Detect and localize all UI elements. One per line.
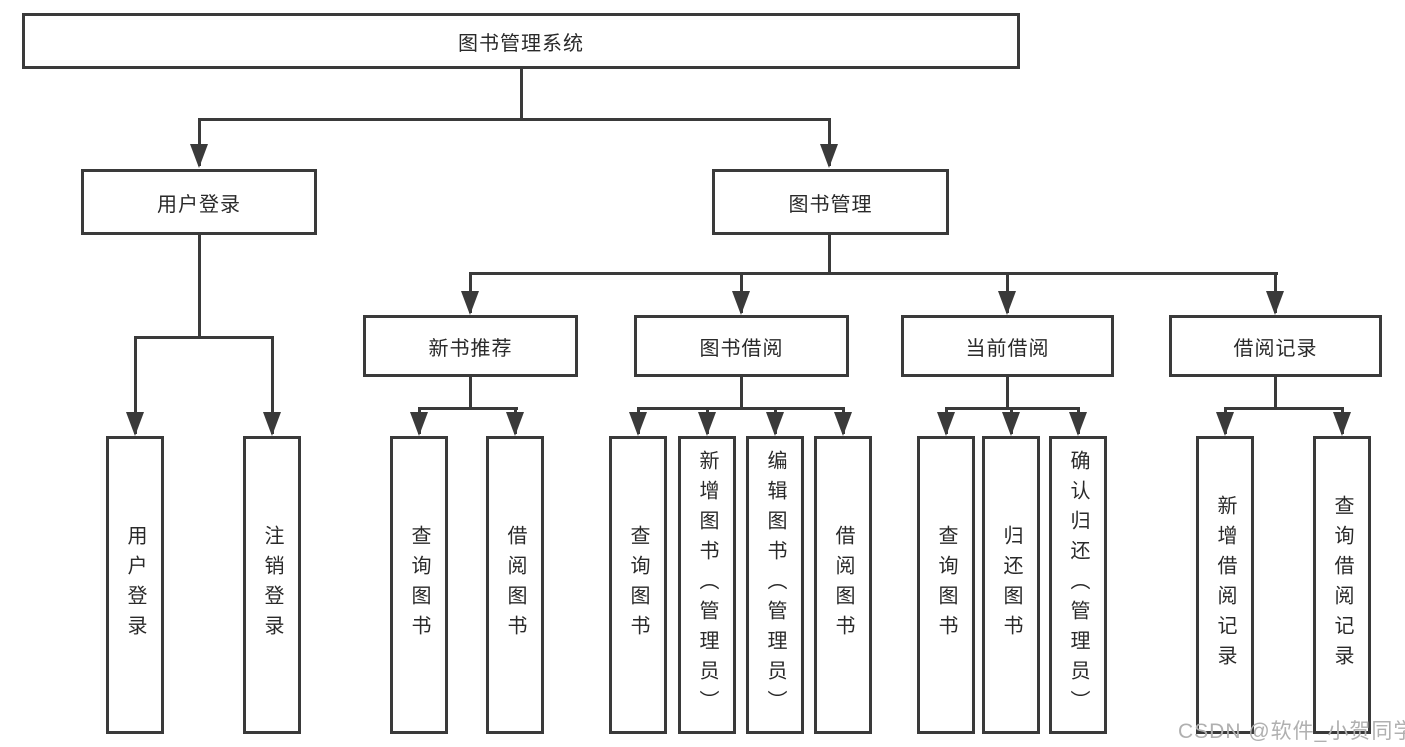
- arrow-down-icon: [998, 291, 1016, 315]
- arrow-down-icon: [190, 144, 208, 168]
- connector-section-stub: [740, 377, 743, 407]
- arrow-down-icon: [937, 412, 955, 436]
- connector-level3-hline: [469, 272, 1278, 275]
- node-book-management: 图书管理: [712, 169, 949, 235]
- leaf-query-books-1: 查询图书: [390, 436, 448, 734]
- leaf-add-borrow-record: 新增借阅记录: [1196, 436, 1254, 734]
- leaf-query-books-3: 查询图书: [917, 436, 975, 734]
- node-library-system: 图书管理系统: [22, 13, 1020, 69]
- connector-book-mgmt-stub: [828, 235, 831, 272]
- arrow-down-icon: [1333, 412, 1351, 436]
- arrow-down-icon: [698, 412, 716, 436]
- leaf-query-borrow-record: 查询借阅记录: [1313, 436, 1371, 734]
- connector-arrow-shaft: [828, 118, 831, 166]
- connector-section-stub: [1006, 377, 1009, 407]
- connector-user-login-stub: [198, 235, 201, 336]
- node-book-borrow: 图书借阅: [634, 315, 849, 377]
- leaf-confirm-return-admin: 确认归还（管理员）: [1049, 436, 1107, 734]
- arrow-down-icon: [1266, 291, 1284, 315]
- arrow-down-icon: [766, 412, 784, 436]
- leaf-borrow-books-2-label: 借阅图书: [832, 525, 854, 645]
- leaf-add-books-admin-label: 新增图书（管理员）: [696, 450, 718, 720]
- leaf-borrow-books-2: 借阅图书: [814, 436, 872, 734]
- arrow-down-icon: [410, 412, 428, 436]
- node-user-login-label: 用户登录: [157, 193, 241, 216]
- csdn-watermark: CSDN @软件_小贺同学: [1178, 720, 1405, 743]
- leaf-logout: 注销登录: [243, 436, 301, 734]
- arrow-down-icon: [1216, 412, 1234, 436]
- connector-arrow-shaft: [134, 336, 137, 434]
- leaf-query-books-1-label: 查询图书: [408, 525, 430, 645]
- node-library-system-label: 图书管理系统: [458, 32, 584, 55]
- arrow-down-icon: [820, 144, 838, 168]
- node-user-login: 用户登录: [81, 169, 317, 235]
- leaf-logout-label: 注销登录: [261, 525, 283, 645]
- connector-arrow-shaft: [198, 118, 201, 166]
- connector-section-stub: [1274, 377, 1277, 407]
- leaf-edit-books-admin: 编辑图书（管理员）: [746, 436, 804, 734]
- leaf-add-books-admin: 新增图书（管理员）: [678, 436, 736, 734]
- node-current-borrow-label: 当前借阅: [965, 337, 1050, 360]
- arrow-down-icon: [732, 291, 750, 315]
- arrow-down-icon: [263, 412, 281, 436]
- arrow-down-icon: [126, 412, 144, 436]
- leaf-user-login: 用户登录: [106, 436, 164, 734]
- leaf-edit-books-admin-label: 编辑图书（管理员）: [764, 450, 786, 720]
- arrow-down-icon: [1069, 412, 1087, 436]
- arrow-down-icon: [461, 291, 479, 315]
- node-new-book-recommend: 新书推荐: [363, 315, 578, 377]
- leaf-user-login-label: 用户登录: [124, 525, 146, 645]
- leaf-query-books-2: 查询图书: [609, 436, 667, 734]
- leaf-add-borrow-record-label: 新增借阅记录: [1214, 495, 1236, 675]
- connector-root-stub: [520, 68, 523, 120]
- connector-group-hline: [1224, 407, 1344, 410]
- leaf-confirm-return-admin-label: 确认归还（管理员）: [1067, 450, 1089, 720]
- node-new-book-recommend-label: 新书推荐: [428, 337, 513, 360]
- leaf-query-books-3-label: 查询图书: [935, 525, 957, 645]
- arrow-down-icon: [1002, 412, 1020, 436]
- connector-group-hline: [418, 407, 518, 410]
- leaf-return-books: 归还图书: [982, 436, 1040, 734]
- arrow-down-icon: [834, 412, 852, 436]
- node-borrow-records: 借阅记录: [1169, 315, 1382, 377]
- leaf-query-books-2-label: 查询图书: [627, 525, 649, 645]
- leaf-borrow-books-1-label: 借阅图书: [504, 525, 526, 645]
- leaf-return-books-label: 归还图书: [1000, 525, 1022, 645]
- connector-user-login-hline: [134, 336, 274, 339]
- leaf-query-borrow-record-label: 查询借阅记录: [1331, 495, 1353, 675]
- node-book-borrow-label: 图书借阅: [699, 337, 784, 360]
- leaf-borrow-books-1: 借阅图书: [486, 436, 544, 734]
- node-book-management-label: 图书管理: [788, 193, 873, 216]
- connector-arrow-shaft: [271, 336, 274, 434]
- arrow-down-icon: [629, 412, 647, 436]
- connector-level2-hline: [198, 118, 831, 121]
- node-borrow-records-label: 借阅记录: [1233, 337, 1318, 360]
- arrow-down-icon: [506, 412, 524, 436]
- connector-group-hline: [637, 407, 845, 410]
- connector-section-stub: [469, 377, 472, 407]
- node-current-borrow: 当前借阅: [901, 315, 1114, 377]
